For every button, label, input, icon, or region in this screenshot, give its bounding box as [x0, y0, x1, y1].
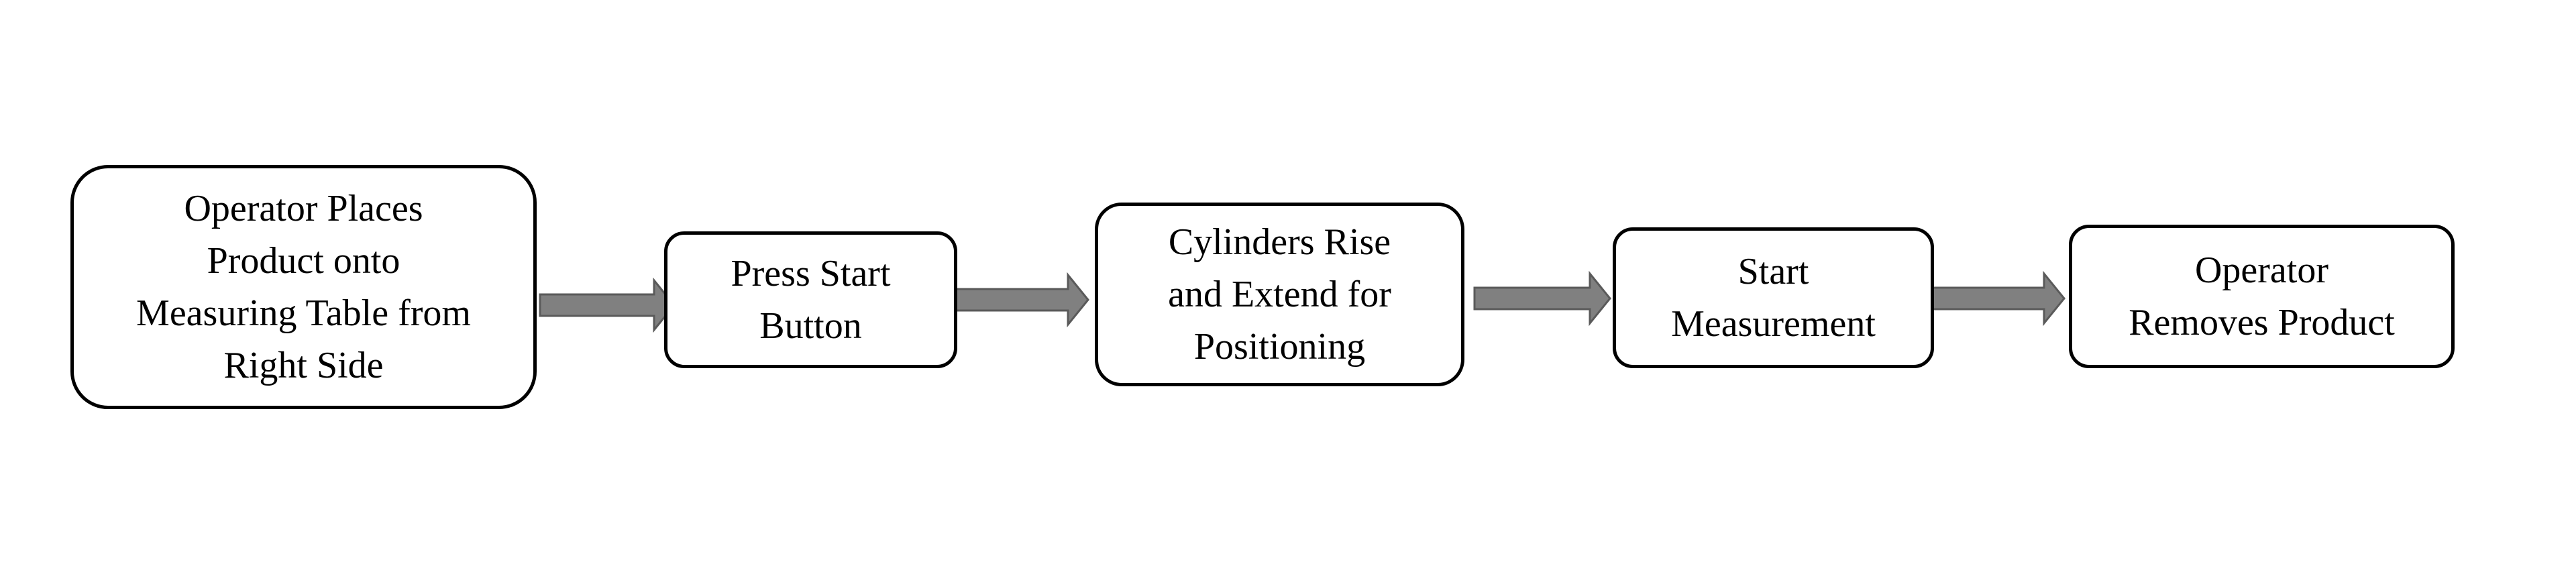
step-box-press-start-button: Press Start Button — [664, 231, 957, 368]
step-label: Start Measurement — [1671, 251, 1876, 345]
step-label: Press Start Button — [731, 253, 891, 347]
step-label: Operator Places Product onto Measuring T… — [136, 188, 471, 386]
step-label: Cylinders Rise and Extend for Positionin… — [1168, 221, 1391, 368]
flow-arrow-2 — [953, 272, 1089, 328]
step-box-operator-places-product: Operator Places Product onto Measuring T… — [70, 165, 537, 409]
flow-arrow-3 — [1473, 270, 1611, 327]
step-box-cylinders-rise: Cylinders Rise and Extend for Positionin… — [1095, 203, 1464, 386]
step-box-start-measurement: Start Measurement — [1613, 227, 1934, 368]
step-box-operator-removes-product: Operator Removes Product — [2069, 225, 2455, 368]
flow-arrow-1 — [539, 277, 676, 333]
step-label: Operator Removes Product — [2129, 249, 2395, 343]
flow-arrow-4 — [1929, 270, 2065, 327]
